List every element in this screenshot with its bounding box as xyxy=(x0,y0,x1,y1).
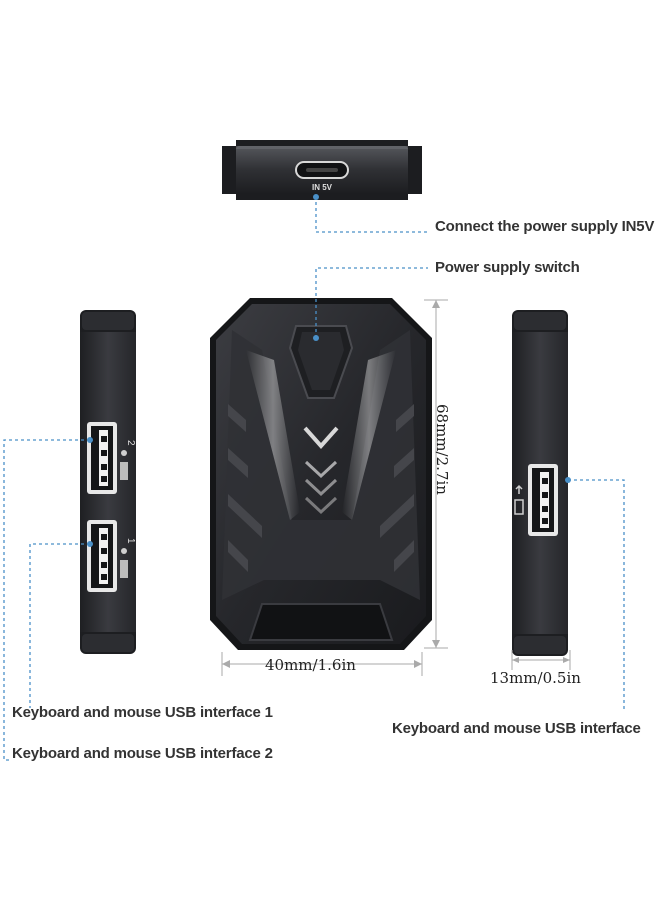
leader-dots xyxy=(87,194,571,547)
side-vent-slots xyxy=(228,404,414,572)
leader-power-in xyxy=(315,196,428,233)
keyboard-mouse-symbol-icon xyxy=(120,450,128,578)
port-number-2: 2 xyxy=(125,440,136,446)
right-side-device xyxy=(512,310,568,656)
usb-c-port-icon xyxy=(295,161,349,179)
dimension-height: 68mm/2.7in xyxy=(433,404,451,495)
dimension-depth: 13mm/0.5in xyxy=(490,669,581,687)
usb-port-icon xyxy=(528,464,558,536)
label-usb-interface-right: Keyboard and mouse USB interface xyxy=(392,720,641,737)
main-device-front xyxy=(210,298,432,650)
label-power-in: Connect the power supply IN5V xyxy=(435,218,655,235)
leader-usb-right xyxy=(568,479,625,712)
leader-power-switch xyxy=(315,267,428,338)
label-usb-interface-1: Keyboard and mouse USB interface 1 xyxy=(12,704,273,721)
leader-lines xyxy=(3,196,625,761)
chevron-down-icon xyxy=(303,426,339,515)
port-number-1: 1 xyxy=(125,538,136,544)
usb-port-2-icon xyxy=(87,422,117,494)
top-view-device: IN 5V xyxy=(222,140,422,200)
power-switch-button xyxy=(288,325,354,399)
leader-usb-2 xyxy=(3,439,90,761)
bottom-grip xyxy=(248,603,394,641)
phone-symbol-icon xyxy=(514,484,524,515)
usb-port-1-icon xyxy=(87,520,117,592)
label-power-switch: Power supply switch xyxy=(435,259,580,276)
label-usb-interface-2: Keyboard and mouse USB interface 2 xyxy=(12,745,273,762)
leader-usb-1 xyxy=(29,543,90,708)
left-side-device: 2 1 xyxy=(80,310,136,654)
dimension-lines xyxy=(221,299,571,676)
port-marking: IN 5V xyxy=(312,183,333,192)
dimension-width: 40mm/1.6in xyxy=(265,656,356,674)
